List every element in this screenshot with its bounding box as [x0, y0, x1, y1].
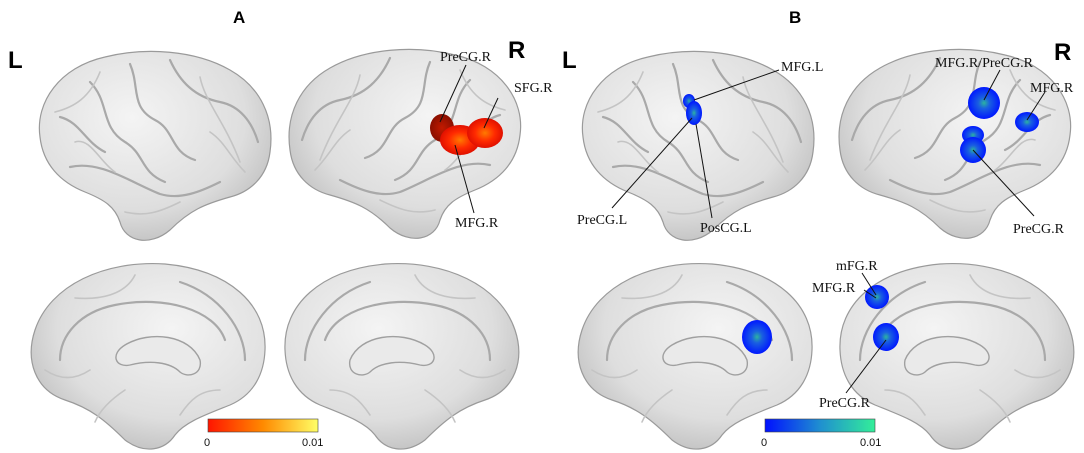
panel-label-a: A — [233, 8, 245, 27]
activation-blob-cingulate-l — [742, 320, 772, 354]
activation-blob-mfg-r-medial — [865, 285, 889, 309]
activation-blob-precg-r-medial — [873, 323, 899, 351]
leader-mfg-precg-r — [983, 69, 1001, 101]
colorbar-a — [207, 418, 319, 433]
leader-mfg-r-a — [454, 144, 475, 214]
brain-right-lateral-b — [837, 48, 1072, 240]
leader-mfg-r — [1026, 91, 1046, 121]
leader-mfg-r-medial-lower-case — [861, 272, 877, 296]
activation-blob-sfg-r — [467, 118, 503, 148]
leader-mfg-r-medial — [863, 289, 877, 299]
colorbar-max-a: 0.01 — [302, 437, 323, 449]
region-label-mfg-r-a: MFG.R — [455, 216, 499, 231]
leader-precg-r-medial — [845, 339, 887, 394]
brain-left-lateral-b — [581, 50, 816, 242]
colorbar-min-b: 0 — [761, 437, 767, 449]
right-hemisphere-label-a: R — [508, 37, 525, 64]
activation-blob-mfg-r — [1015, 112, 1039, 132]
region-label-sfg-r-a: SFG.R — [514, 81, 553, 96]
left-hemisphere-label-b: L — [562, 47, 577, 74]
colorbar-min-a: 0 — [204, 437, 210, 449]
region-label-mfg-r-medial: MFG.R — [812, 281, 856, 296]
leader-precg-r — [972, 149, 1035, 217]
leader-poscg-l — [695, 123, 713, 219]
region-label-mfg-r: MFG.R — [1030, 81, 1074, 96]
region-label-precg-r: PreCG.R — [1013, 222, 1065, 237]
leader-sfg-r-a — [483, 97, 499, 129]
activation-cluster-b — [683, 87, 1039, 354]
region-label-precg-l: PreCG.L — [577, 213, 627, 228]
leader-precg-r-a — [439, 64, 467, 123]
brain-right-medial-a — [283, 262, 520, 451]
activation-blob-mfg-precg-r — [968, 87, 1000, 119]
panel-label-b: B — [789, 8, 801, 27]
brain-left-lateral-a — [38, 50, 273, 242]
leader-mfg-l — [693, 69, 780, 101]
colorbar-b — [764, 418, 876, 433]
region-label-precg-r-medial: PreCG.R — [819, 396, 871, 411]
right-hemisphere-label-b: R — [1054, 39, 1071, 66]
region-label-mfg-r-medial-lower-case: mFG.R — [836, 259, 878, 274]
activation-blob-precg-l — [686, 101, 702, 125]
leader-precg-l — [611, 117, 693, 209]
region-label-precg-r-a: PreCG.R — [440, 50, 492, 65]
region-label-mfg-l: MFG.L — [781, 60, 823, 75]
region-label-mfg-precg-r: MFG.R/PreCG.R — [935, 56, 1034, 71]
activation-cluster-a — [430, 114, 503, 155]
left-hemisphere-label-a: L — [8, 47, 23, 74]
colorbar-max-b: 0.01 — [860, 437, 881, 449]
region-label-poscg-l: PosCG.L — [700, 221, 752, 236]
